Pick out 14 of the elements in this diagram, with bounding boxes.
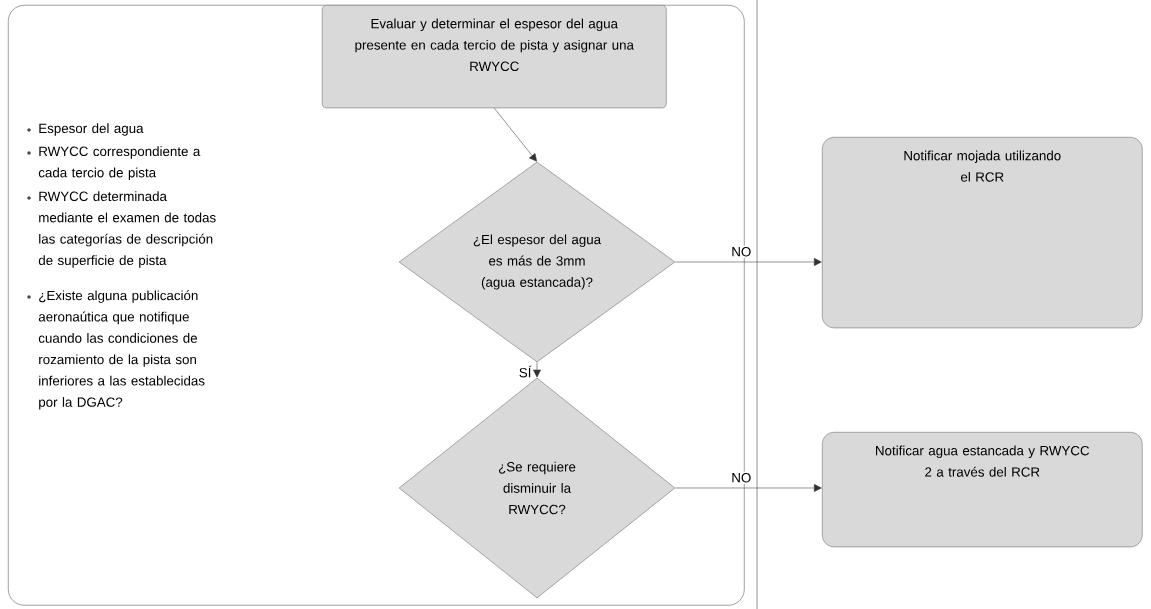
process-box: Evaluar y determinar el espesor del agua presente en cada tercio de pista y asignar una RWYCC <box>322 5 667 109</box>
edge-label: SÍ <box>517 364 533 379</box>
edge-label: NO <box>729 471 753 484</box>
arrow <box>533 362 541 378</box>
arrow <box>675 484 822 492</box>
arrow <box>494 107 537 162</box>
bullet-item: ¿Existe alguna publicación aeronaútica que notifique cuando las condiciones de rozamiento de la pista son inferiores a las establecidas por la DGAC? <box>27 290 205 410</box>
edge-label: NO <box>729 245 753 258</box>
process-box: Notificar agua estancada y RWYCC 2 a través del RCR <box>822 432 1143 548</box>
bullet-item: RWYCC determinada mediante el examen de todas las categorías de descripción de superficie de pista <box>27 191 216 268</box>
bullet-item: Espesor del agua <box>27 123 144 136</box>
bullet-item: RWYCC correspondiente a cada tercio de pista <box>27 146 201 180</box>
process-box: Notificar mojada utilizando el RCR <box>822 137 1143 329</box>
arrow <box>675 258 822 266</box>
